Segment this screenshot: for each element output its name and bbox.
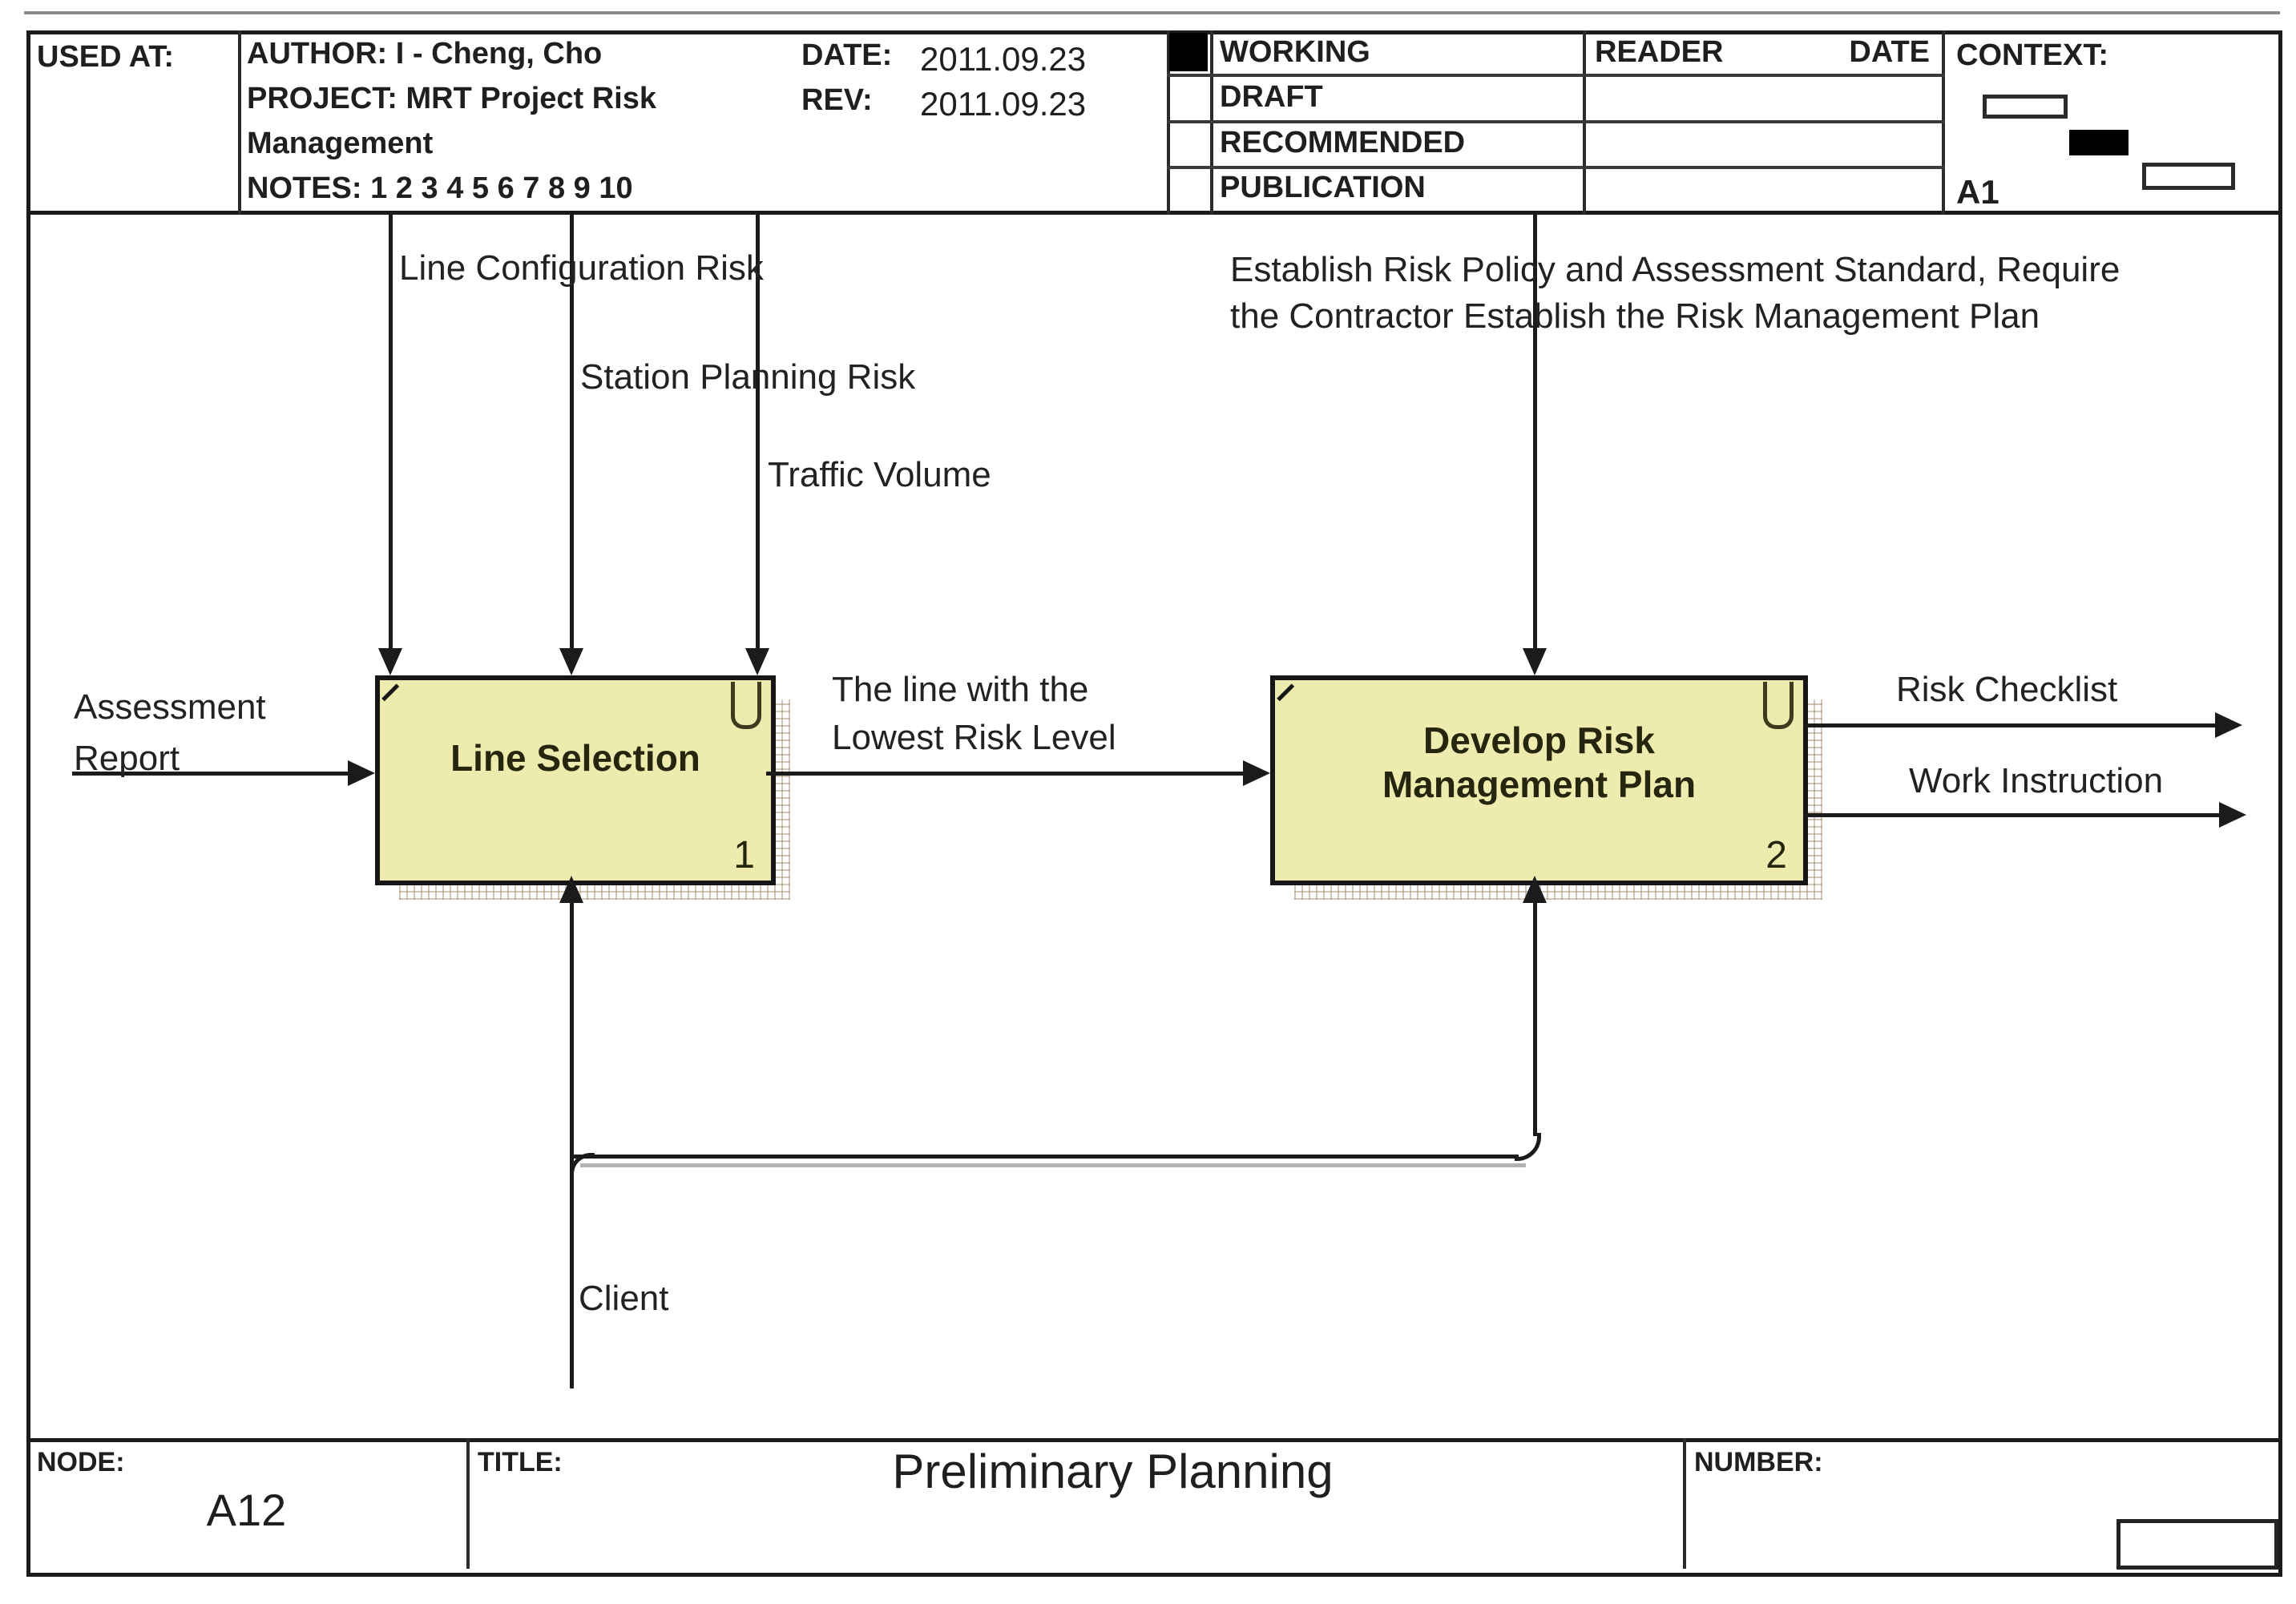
control-arrow-risk-policy bbox=[1533, 213, 1537, 650]
input-label-line1: Assessment bbox=[74, 687, 266, 727]
input-label-line2: Report bbox=[74, 739, 180, 778]
context-node-label: A1 bbox=[1956, 173, 1999, 211]
date-value: 2011.09.23 bbox=[920, 40, 1087, 78]
status-row-working: WORKING bbox=[1220, 35, 1370, 69]
title-label: TITLE: bbox=[478, 1447, 563, 1477]
activity-box-line-selection: Line Selection 1 bbox=[375, 675, 776, 885]
status-row-line-3 bbox=[1167, 166, 1945, 169]
control-arrow-traffic-volume bbox=[756, 213, 760, 650]
box2-title: Develop Risk Management Plan bbox=[1382, 719, 1696, 806]
number-corner-box bbox=[2116, 1519, 2278, 1570]
arrowhead-down-icon bbox=[1523, 648, 1547, 675]
title-value: Preliminary Planning bbox=[892, 1445, 1334, 1498]
arrowhead-up-icon bbox=[1523, 876, 1547, 903]
context-parent-box-icon bbox=[1983, 95, 2068, 119]
node-value: A12 bbox=[206, 1485, 287, 1535]
control-arrow-line-configuration bbox=[389, 213, 393, 650]
status-row-publication: PUBLICATION bbox=[1220, 171, 1426, 204]
arrowhead-right-icon bbox=[2215, 712, 2242, 738]
header-bottom-line bbox=[26, 211, 2278, 215]
context-label: CONTEXT: bbox=[1956, 38, 2108, 72]
project-line: PROJECT: MRT Project Risk bbox=[247, 82, 656, 115]
status-row-draft: DRAFT bbox=[1220, 80, 1323, 114]
reader-label: READER bbox=[1595, 35, 1724, 69]
sheet-frame bbox=[26, 30, 2282, 1577]
scan-artifact-line bbox=[24, 11, 2280, 14]
author-line: AUTHOR: I - Cheng, Cho bbox=[247, 37, 603, 71]
footer-top-line bbox=[26, 1438, 2278, 1442]
footer-divider-node bbox=[466, 1438, 470, 1569]
flow-label-line1: The line with the bbox=[832, 670, 1089, 709]
control-arrow-station-planning bbox=[570, 213, 574, 650]
input-arrow-assessment-report bbox=[72, 772, 354, 776]
paperclip-icon bbox=[1763, 682, 1794, 729]
output-arrow-work-instruction bbox=[1803, 813, 2221, 817]
footer-divider-number bbox=[1683, 1438, 1686, 1569]
activity-box-develop-risk-plan: Develop Risk Management Plan 2 bbox=[1270, 675, 1808, 885]
corner-fold-icon bbox=[381, 683, 400, 702]
output-label-risk-checklist: Risk Checklist bbox=[1896, 670, 2118, 709]
box2-title-line1: Develop Risk bbox=[1423, 719, 1655, 762]
control-label-traffic-volume: Traffic Volume bbox=[768, 455, 991, 494]
header-divider-usedat bbox=[238, 30, 241, 215]
arrowhead-down-icon bbox=[745, 648, 769, 675]
mechanism-arrow-client-box2 bbox=[1533, 902, 1537, 1136]
control-label-line-configuration: Line Configuration Risk bbox=[399, 248, 764, 288]
arrowhead-up-icon bbox=[559, 876, 583, 903]
box2-title-line2: Management Plan bbox=[1382, 763, 1697, 805]
arrowhead-right-icon bbox=[2219, 802, 2246, 828]
date-label: DATE: bbox=[801, 38, 893, 72]
rev-value: 2011.09.23 bbox=[920, 85, 1087, 123]
notes-line: NOTES: 1 2 3 4 5 6 7 8 9 10 bbox=[247, 171, 633, 205]
paperclip-icon bbox=[731, 682, 761, 729]
context-sibling-box-icon bbox=[2142, 163, 2235, 190]
mechanism-branch-line bbox=[571, 1155, 1519, 1159]
arrowhead-right-icon bbox=[1243, 760, 1270, 786]
box2-number: 2 bbox=[1765, 834, 1787, 877]
project-line2: Management bbox=[247, 127, 434, 160]
box1-title: Line Selection bbox=[450, 737, 700, 780]
arrowhead-right-icon bbox=[348, 760, 375, 786]
corner-fold-icon bbox=[1277, 683, 1295, 702]
rev-label: REV: bbox=[801, 83, 873, 117]
arrowhead-down-icon bbox=[559, 648, 583, 675]
flow-label-line2: Lowest Risk Level bbox=[832, 718, 1116, 757]
status-row-recommended: RECOMMENDED bbox=[1220, 126, 1466, 159]
mechanism-label-client: Client bbox=[579, 1279, 669, 1318]
flow-arrow-box1-box2 bbox=[766, 772, 1245, 776]
node-label: NODE: bbox=[37, 1447, 125, 1477]
reader-date-label: DATE bbox=[1849, 35, 1930, 69]
control-label-risk-policy-line1: Establish Risk Policy and Assessment Sta… bbox=[1230, 250, 2120, 289]
used-at-label: USED AT: bbox=[37, 40, 174, 74]
output-arrow-risk-checklist bbox=[1803, 723, 2217, 727]
status-row-line-2 bbox=[1167, 120, 1945, 123]
mechanism-arrow-client-box1 bbox=[570, 902, 574, 1388]
branch-line-shadow bbox=[580, 1163, 1526, 1167]
number-label: NUMBER: bbox=[1694, 1447, 1823, 1477]
status-row-line-1 bbox=[1167, 74, 1945, 77]
branch-junction-curve bbox=[570, 1153, 595, 1178]
box1-number: 1 bbox=[733, 834, 755, 877]
output-label-work-instruction: Work Instruction bbox=[1909, 761, 2164, 800]
control-label-risk-policy-line2: the Contractor Establish the Risk Manage… bbox=[1230, 296, 2040, 336]
control-label-station-planning: Station Planning Risk bbox=[580, 357, 916, 397]
context-current-box-icon bbox=[2069, 130, 2129, 155]
arrowhead-down-icon bbox=[378, 648, 402, 675]
status-working-marker bbox=[1169, 33, 1208, 71]
